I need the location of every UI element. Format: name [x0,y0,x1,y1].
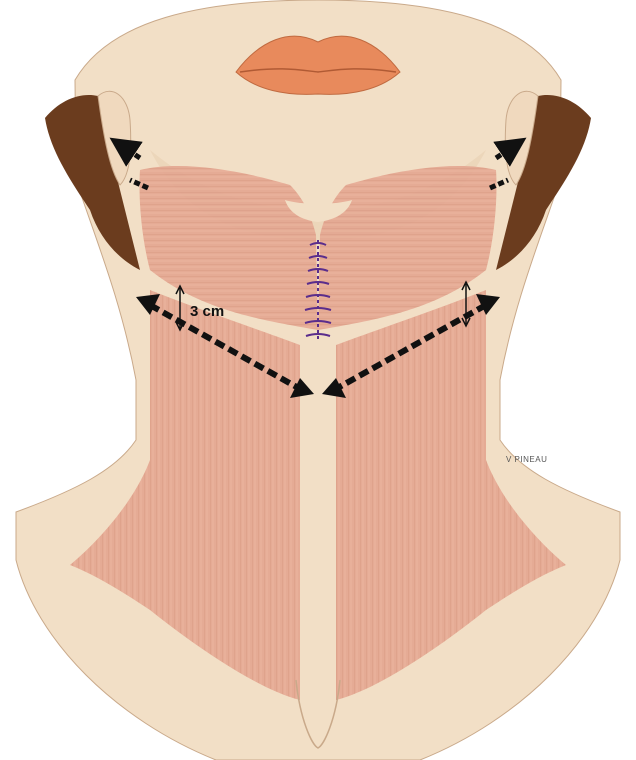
artist-signature: V PINEAU [506,455,547,464]
measurement-label: 3 cm [190,303,224,320]
midline-gap [300,345,336,745]
